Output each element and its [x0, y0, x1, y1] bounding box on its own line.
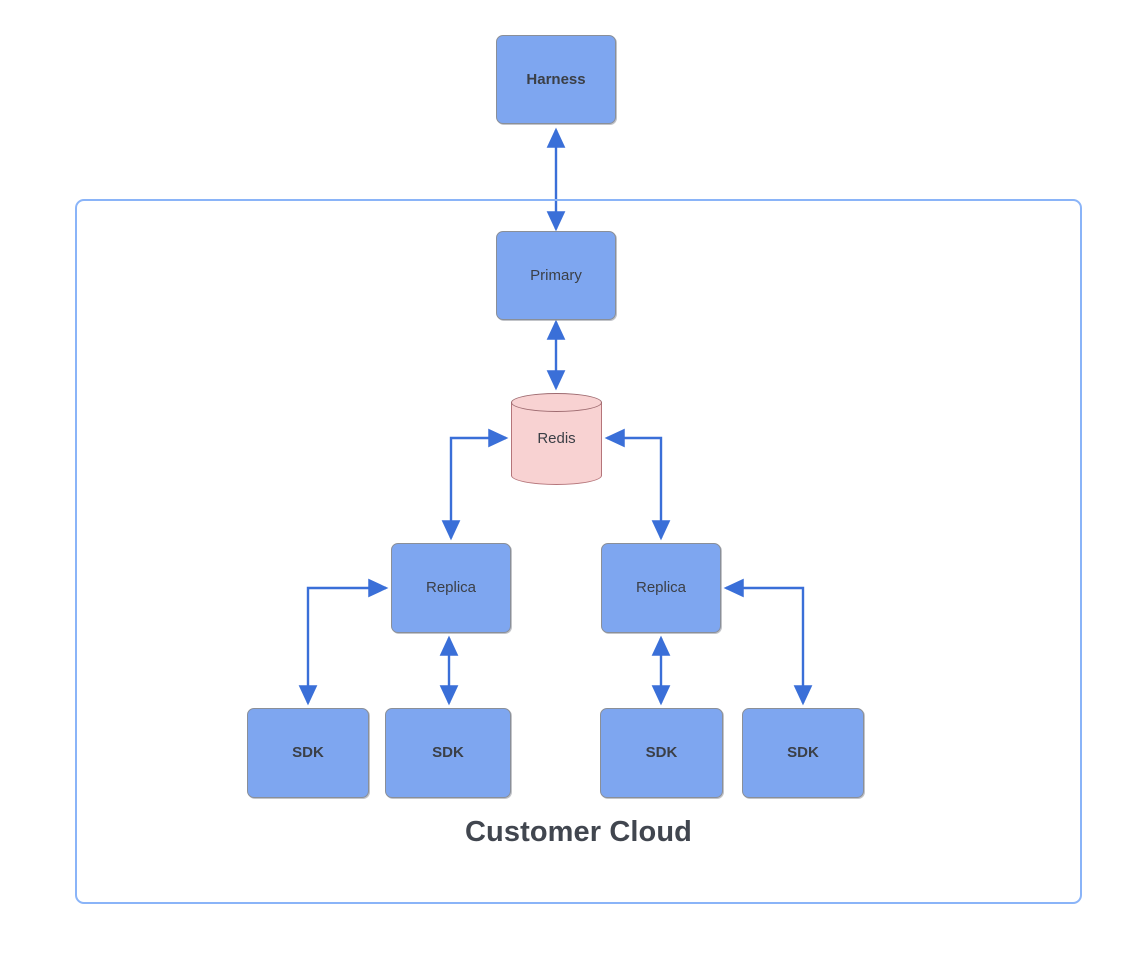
node-label: Primary: [530, 266, 582, 284]
cylinder-top-ellipse: [511, 393, 602, 412]
node-label: Redis: [537, 430, 576, 447]
node-label: SDK: [292, 744, 324, 761]
node-sdk3[interactable]: SDK: [600, 708, 723, 798]
node-label: Replica: [425, 579, 477, 596]
node-replica1[interactable]: Replica: [391, 543, 511, 633]
node-sdk4[interactable]: SDK: [742, 708, 864, 798]
node-label: SDK: [432, 744, 464, 761]
node-label: Harness: [526, 70, 586, 88]
node-sdk1[interactable]: SDK: [247, 708, 369, 798]
node-label: Replica: [635, 579, 687, 596]
node-label: SDK: [645, 744, 678, 761]
node-label: SDK: [787, 744, 819, 761]
node-replica2[interactable]: Replica: [601, 543, 721, 633]
cylinder-body: [511, 402, 602, 476]
customer-cloud-container[interactable]: [75, 199, 1082, 904]
customer-cloud-label: Customer Cloud: [465, 816, 692, 848]
node-primary[interactable]: Primary: [496, 231, 616, 320]
node-sdk2[interactable]: SDK: [385, 708, 511, 798]
node-harness[interactable]: Harness: [496, 35, 616, 124]
node-redis[interactable]: Redis: [511, 393, 602, 485]
